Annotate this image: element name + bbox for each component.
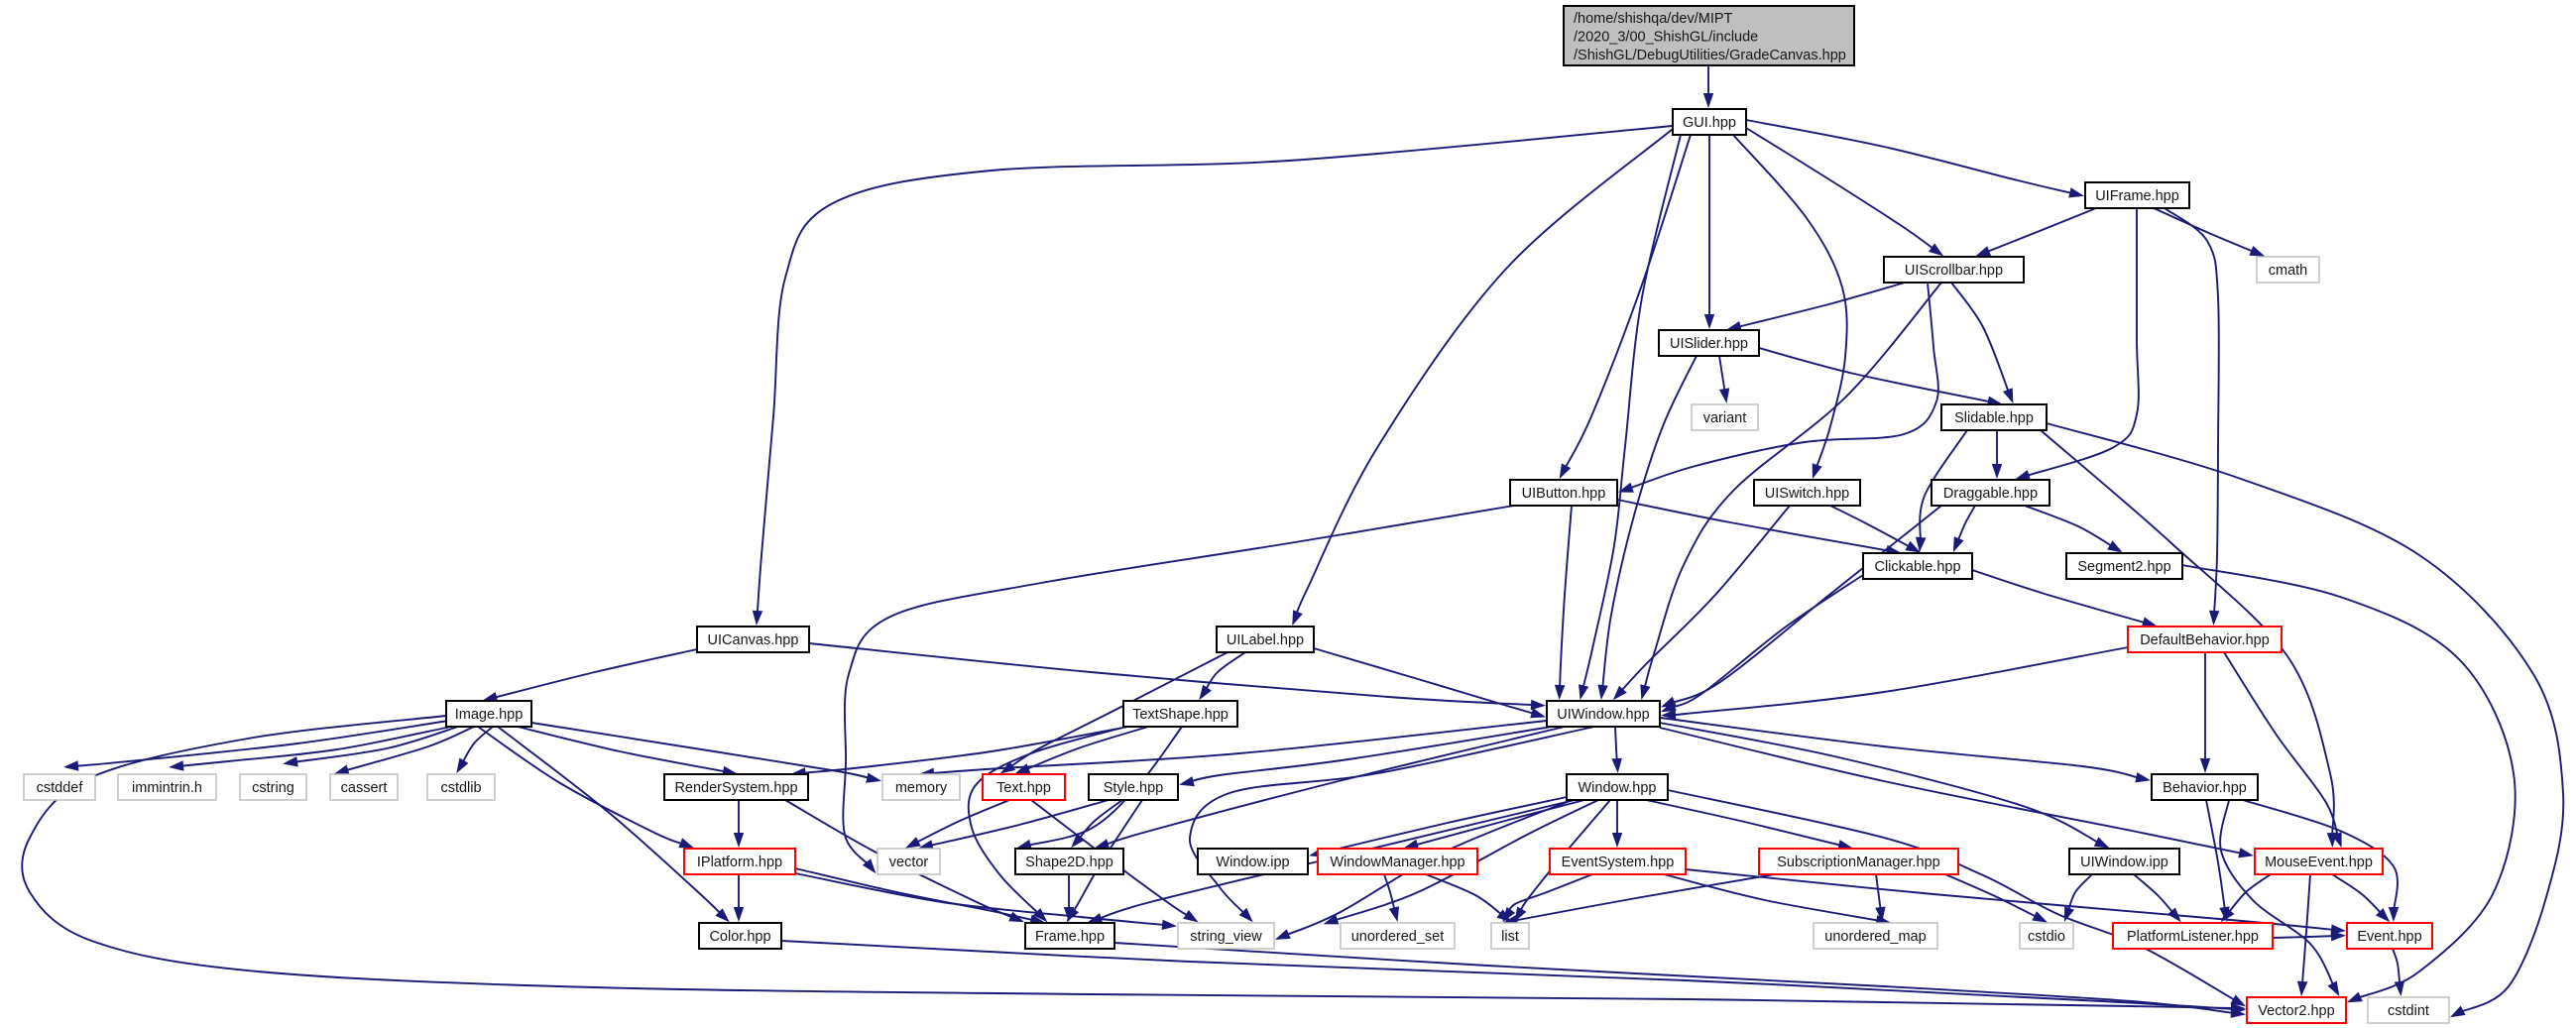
svg-text:cstring: cstring (252, 780, 294, 796)
svg-text:UIButton.hpp: UIButton.hpp (1522, 486, 1606, 502)
svg-text:Clickable.hpp: Clickable.hpp (1874, 559, 1960, 575)
svg-text:variant: variant (1703, 410, 1747, 426)
svg-text:SubscriptionManager.hpp: SubscriptionManager.hpp (1777, 855, 1939, 870)
svg-text:Window.hpp: Window.hpp (1579, 780, 1657, 796)
svg-text:cstdint: cstdint (2388, 1003, 2429, 1019)
svg-text:Image.hpp: Image.hpp (455, 707, 524, 723)
svg-text:memory: memory (895, 780, 948, 796)
svg-text:cstdlib: cstdlib (440, 780, 481, 796)
svg-text:Behavior.hpp: Behavior.hpp (2163, 780, 2247, 796)
svg-text:UICanvas.hpp: UICanvas.hpp (708, 632, 799, 648)
svg-text:MouseEvent.hpp: MouseEvent.hpp (2265, 855, 2373, 870)
svg-text:Event.hpp: Event.hpp (2357, 929, 2421, 945)
svg-text:cstdio: cstdio (2028, 929, 2065, 945)
svg-text:UIWindow.hpp: UIWindow.hpp (1557, 707, 1650, 723)
svg-text:Vector2.hpp: Vector2.hpp (2258, 1003, 2334, 1019)
svg-text:immintrin.h: immintrin.h (132, 780, 202, 796)
svg-text:string_view: string_view (1190, 929, 1262, 945)
svg-text:UILabel.hpp: UILabel.hpp (1227, 632, 1304, 648)
svg-text:unordered_set: unordered_set (1351, 929, 1445, 945)
svg-text:unordered_map: unordered_map (1824, 929, 1926, 945)
svg-text:UIWindow.ipp: UIWindow.ipp (2080, 855, 2168, 870)
svg-text:/2020_3/00_ShishGL/include: /2020_3/00_ShishGL/include (1574, 30, 1758, 46)
svg-text:cassert: cassert (341, 780, 388, 796)
svg-text:/ShishGL/DebugUtilities/GradeC: /ShishGL/DebugUtilities/GradeCanvas.hpp (1574, 48, 1846, 63)
svg-text:UISwitch.hpp: UISwitch.hpp (1765, 486, 1849, 502)
svg-text:Frame.hpp: Frame.hpp (1035, 929, 1105, 945)
svg-text:EventSystem.hpp: EventSystem.hpp (1562, 855, 1675, 870)
svg-text:Style.hpp: Style.hpp (1104, 780, 1163, 796)
svg-text:/home/shishqa/dev/MIPT: /home/shishqa/dev/MIPT (1574, 11, 1733, 27)
svg-text:Segment2.hpp: Segment2.hpp (2077, 559, 2170, 575)
svg-text:RenderSystem.hpp: RenderSystem.hpp (674, 780, 797, 796)
svg-text:cmath: cmath (2269, 263, 2308, 279)
svg-text:PlatformListener.hpp: PlatformListener.hpp (2127, 929, 2259, 945)
svg-text:Draggable.hpp: Draggable.hpp (1943, 486, 2038, 502)
svg-text:TextShape.hpp: TextShape.hpp (1132, 707, 1229, 723)
svg-text:list: list (1501, 929, 1519, 945)
svg-text:cstddef: cstddef (37, 780, 84, 796)
svg-text:IPlatform.hpp: IPlatform.hpp (697, 855, 782, 870)
svg-text:Slidable.hpp: Slidable.hpp (1954, 410, 2034, 426)
svg-text:UIScrollbar.hpp: UIScrollbar.hpp (1905, 263, 2003, 279)
svg-text:Color.hpp: Color.hpp (709, 929, 770, 945)
svg-text:vector: vector (889, 855, 929, 870)
svg-text:GUI.hpp: GUI.hpp (1683, 115, 1736, 131)
svg-text:UIFrame.hpp: UIFrame.hpp (2095, 188, 2179, 204)
svg-text:UISlider.hpp: UISlider.hpp (1670, 336, 1748, 352)
svg-text:Shape2D.hpp: Shape2D.hpp (1025, 855, 1113, 870)
svg-text:DefaultBehavior.hpp: DefaultBehavior.hpp (2140, 632, 2270, 648)
svg-text:Window.ipp: Window.ipp (1216, 855, 1289, 870)
svg-text:WindowManager.hpp: WindowManager.hpp (1330, 855, 1464, 870)
svg-text:Text.hpp: Text.hpp (996, 780, 1051, 796)
